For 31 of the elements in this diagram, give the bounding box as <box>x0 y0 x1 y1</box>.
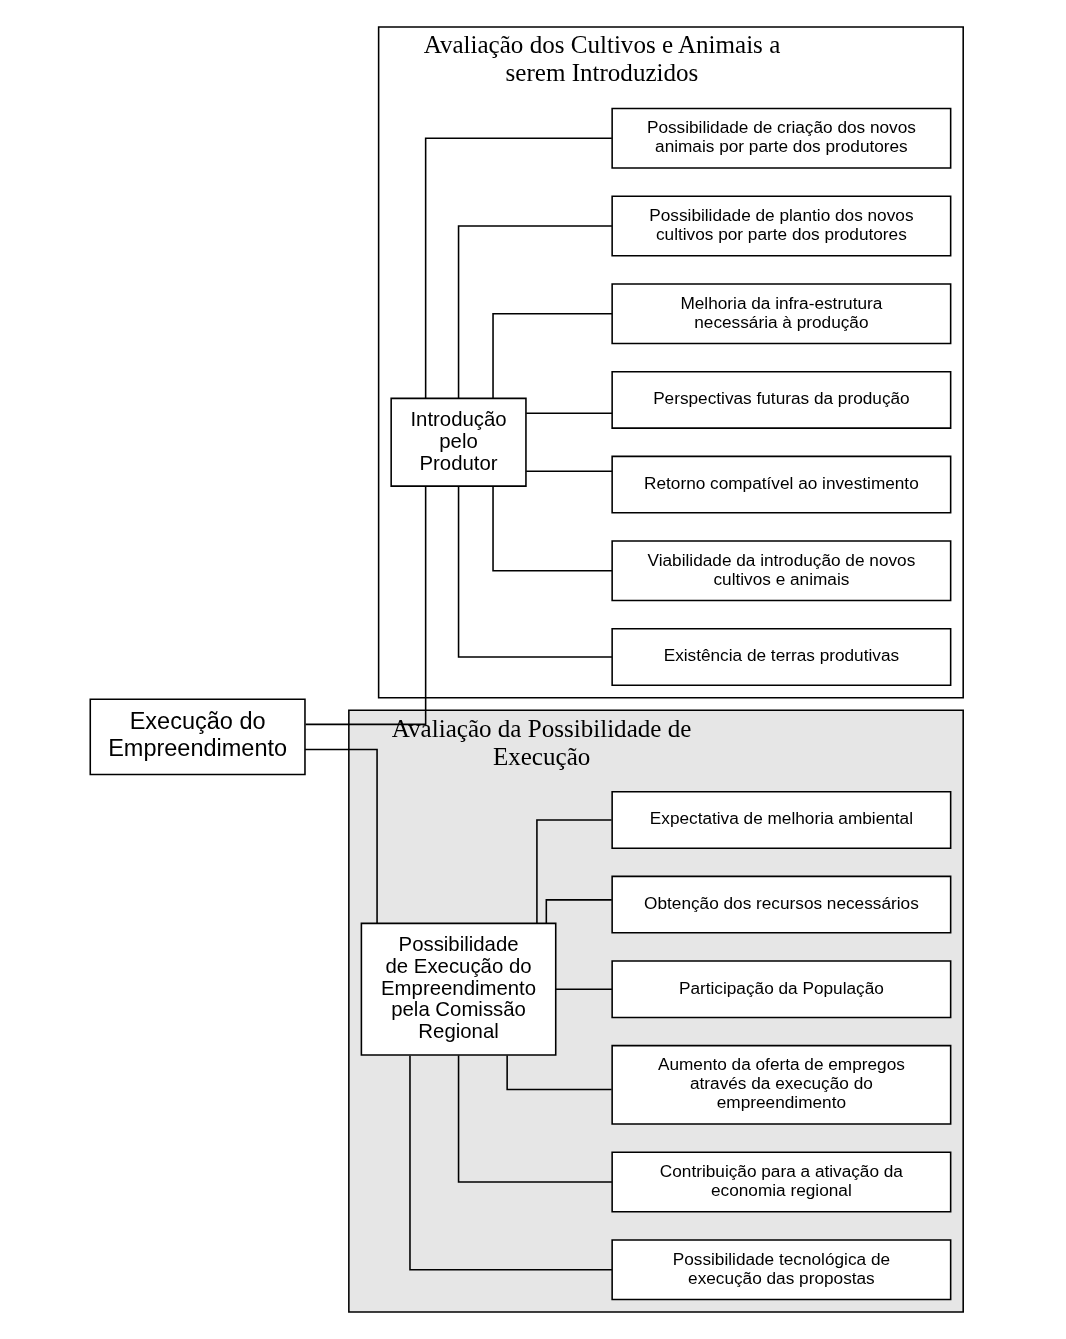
node-box: Possibilidade de Execução do Empreendimento pela Comissão Regional <box>360 922 557 1056</box>
node-box: Perspectivas futuras da produção <box>611 370 952 429</box>
connector <box>457 225 613 399</box>
node-box: Execução do Empreendimento <box>89 698 306 776</box>
connector <box>424 137 613 399</box>
connector <box>304 748 378 924</box>
node-box: Existência de terras produtivas <box>611 627 952 686</box>
connector <box>555 988 613 990</box>
connector <box>409 1054 613 1271</box>
connector <box>536 819 613 925</box>
node-box: Viabilidade da introdução de novos cultivos e animais <box>611 540 952 602</box>
connector <box>525 412 613 415</box>
node-box: Obtenção dos recursos necessários <box>611 875 952 934</box>
connector <box>304 485 427 726</box>
node-box: Melhoria da infra-estrutura necessária à produção <box>611 283 952 345</box>
node-box: Possibilidade tecnológica de execução das propostas <box>611 1239 952 1301</box>
connector <box>525 470 613 473</box>
connector <box>492 485 613 572</box>
connector <box>545 899 613 925</box>
connector <box>506 1054 613 1091</box>
node-box: Possibilidade de plantio dos novos cultivos por parte dos produtores <box>611 195 952 257</box>
node-box: Expectativa de melhoria ambiental <box>611 790 952 849</box>
node-box: Retorno compatível ao investimento <box>611 455 952 514</box>
node-box: Aumento da oferta de empregos através da execução do empreendimento <box>611 1044 952 1125</box>
node-box: Participação da População <box>611 960 952 1019</box>
connector <box>492 312 613 399</box>
node-box: Contribuição para a ativação da economia regional <box>611 1151 952 1213</box>
node-box: Introdução pelo Produtor <box>390 397 527 487</box>
connector <box>457 1054 613 1183</box>
node-box: Possibilidade de criação dos novos animais por parte dos produtores <box>611 107 952 169</box>
connector <box>457 485 613 658</box>
